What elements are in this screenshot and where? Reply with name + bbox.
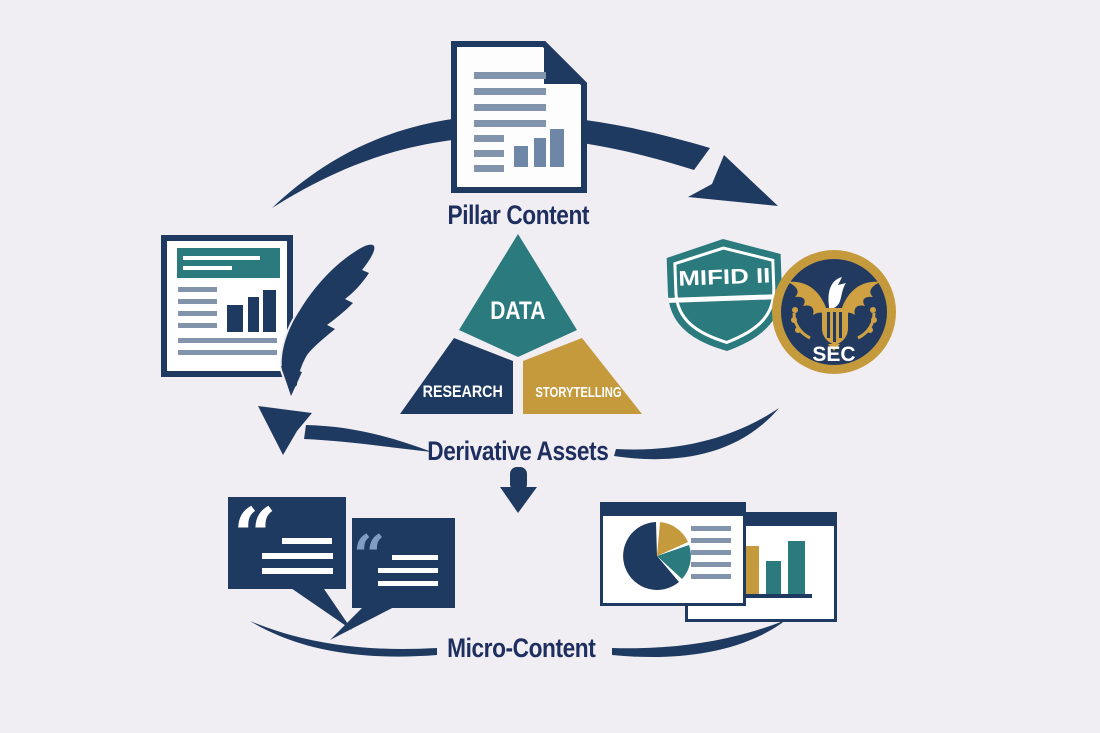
document-bar-chart-icon [534,138,546,167]
report-bar-chart-icon [248,297,259,332]
pie-slice-navy [623,522,679,590]
laurel-leaf [871,317,877,323]
report-bar-chart-icon [227,305,243,332]
report-text-line [178,287,217,292]
document-fold-corner [544,42,586,84]
seal-label: SEC [812,343,855,366]
derivative-right-swoosh [614,408,779,460]
report-text-line [178,323,217,328]
eagle-shield-stripe [839,312,842,338]
laurel-leaf [792,307,798,313]
bar-gold [743,546,759,594]
slide-title-bar [603,505,743,516]
document-text-line [474,165,504,172]
document-bar-chart-icon [550,129,564,167]
pillar-content-text: Pillar Content [447,200,589,230]
derivative-left-arrow [304,425,432,452]
report-header-line [183,256,260,260]
quote-bubble-2-tail [330,604,400,640]
eagle-left-wing-icon [788,281,828,318]
document-text-line [474,88,546,95]
report-text-line [178,311,217,316]
laurel-leaf [795,327,801,333]
derivative-left-arrowhead-icon [258,406,312,455]
bubble1-text-line [262,553,333,559]
slide-text-line [691,562,731,567]
bubble1-text-line [262,568,333,574]
derivative-assets-label: Derivative Assets [398,436,638,467]
report-header-block [177,248,280,278]
pillar-content-label: Pillar Content [398,200,638,231]
shield-inner-border [673,246,776,345]
report-header-line [183,266,232,270]
bubble1-text-line [282,538,332,544]
eagle-head-icon [828,277,846,309]
pyramid-data-label: DATA [468,297,568,326]
data-text: DATA [490,297,546,325]
pyramid-research-segment [400,338,513,414]
document-text-line [474,150,504,157]
pie-slice-gold [657,522,688,556]
sec-eagle-seal-icon: SEC [770,248,898,376]
shield-band [666,293,784,304]
down-arrow-stem [510,467,527,491]
laurel-leaf [791,317,797,323]
top-arc-arrowhead-icon [688,155,778,206]
slide-text-line [691,538,731,543]
micro-content-text: Micro-Content [446,633,596,663]
bar-teal-tall [788,541,805,594]
bubble2-text-line [378,581,438,586]
pie-chart-slide-icon [600,502,746,606]
bar-teal [766,561,781,594]
eagle-shield-stripe [833,312,836,342]
shield-body [666,239,782,351]
slide-text-line [691,526,731,531]
report-text-line [178,338,277,343]
eagle-shield-stripe [827,312,830,338]
storytelling-text: STORYTELLING [535,384,623,401]
research-text: RESEARCH [422,382,504,401]
quill-nib-icon [281,366,302,396]
report-text-line [178,299,217,304]
pyramid-data-segment [459,234,577,357]
document-text-line [474,72,546,79]
open-quote-icon: “ [353,523,386,589]
document-bar-chart-icon [514,146,528,167]
document-text-line [474,135,504,142]
laurel-leaf [870,307,876,313]
derivative-assets-text: Derivative Assets [427,436,609,466]
bar-chart-baseline [738,594,812,598]
eagle-right-wing-icon [840,281,880,318]
report-text-line [178,350,277,355]
report-bar-chart-icon [263,290,276,332]
pyramid-research-label: RESEARCH [408,382,518,402]
open-quote-icon: “ [233,491,277,580]
document-text-line [474,120,546,127]
pie-slice-teal [657,545,691,579]
quote-bubble-1-tail [288,586,352,630]
slide-title-bar [688,515,834,526]
micro-right-swoosh [612,620,786,658]
laurel-leaf [867,327,873,333]
shield-label: MIFID II [678,264,771,290]
pillar-document-icon [448,38,590,196]
slide-text-line [691,574,731,579]
bubble2-text-line [378,568,438,573]
eagle-tail-icon [828,344,840,351]
pyramid-storytelling-label: STORYTELLING [518,384,640,401]
feather-quill-icon [279,242,377,396]
pyramid-storytelling-segment [523,338,642,414]
top-arc-arrow [272,114,710,208]
report-with-quill-icon [160,232,380,402]
quote-bubble-2 [352,518,455,608]
mifid-shield-icon: MIFID II [658,232,792,358]
down-arrow-head-icon [500,487,537,513]
micro-left-swoosh [250,621,437,657]
micro-content-label: Micro-Content [401,633,641,664]
document-text-line [474,104,546,111]
slide-text-line [691,550,731,555]
bubble2-text-line [392,555,438,560]
